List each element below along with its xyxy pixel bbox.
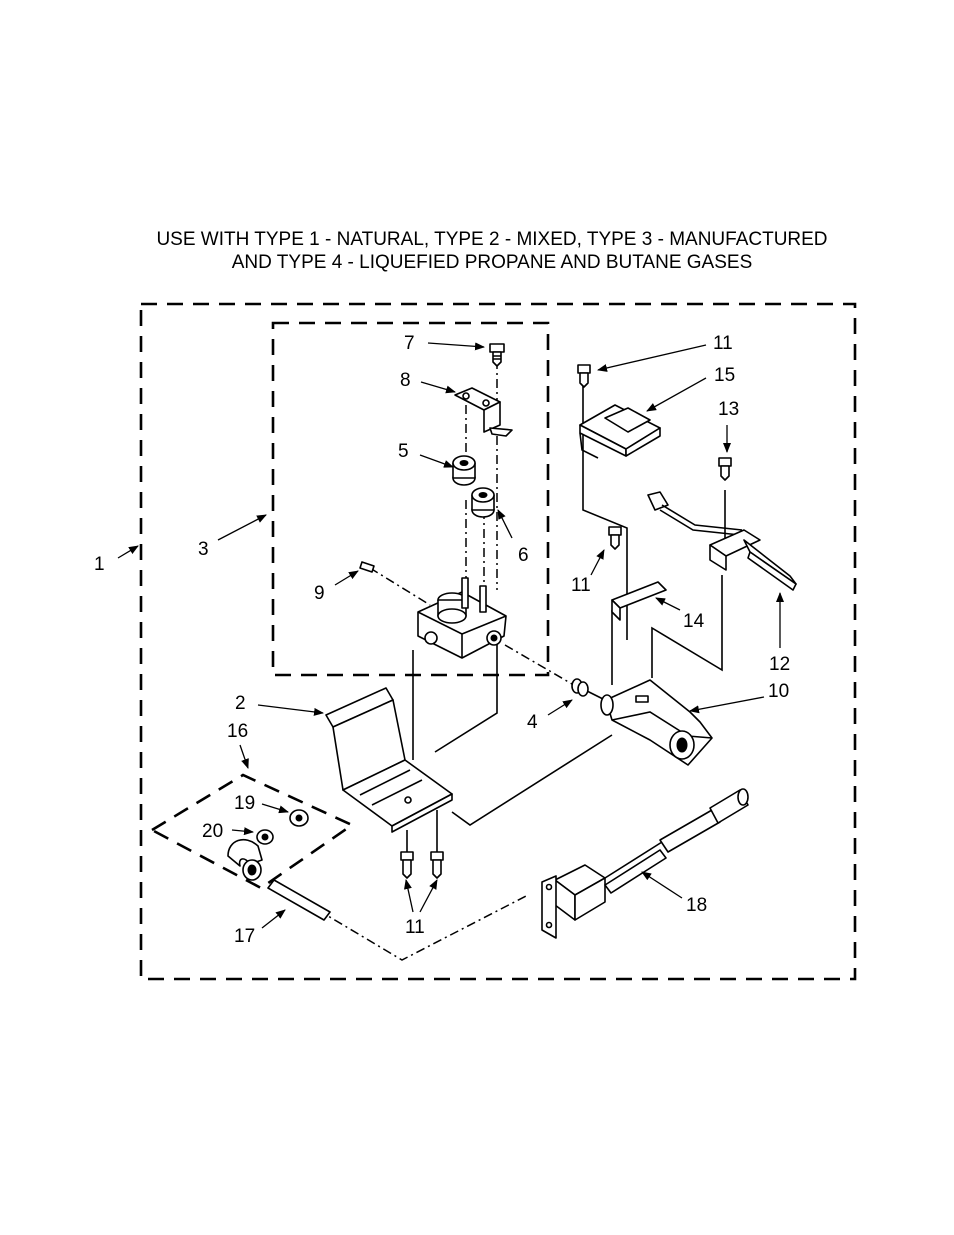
callout-20: 20 xyxy=(202,821,223,842)
part-4-fitting xyxy=(572,679,588,696)
part-10-burner xyxy=(601,680,712,765)
part-14-bracket xyxy=(612,582,666,620)
callout-13: 13 xyxy=(718,399,739,420)
part-7-screw xyxy=(490,344,504,366)
part-2-bracket xyxy=(326,688,452,832)
callout-19: 19 xyxy=(234,793,255,814)
part-6-coil xyxy=(472,488,494,517)
callout-17: 17 xyxy=(234,926,255,947)
callout-12: 12 xyxy=(769,654,790,675)
part-8-bracket xyxy=(455,388,512,436)
part-20-washer xyxy=(257,830,273,844)
callout-11-bottom: 11 xyxy=(405,917,425,938)
part-19-nut xyxy=(290,810,308,826)
callout-11-top: 11 xyxy=(713,333,733,354)
callout-2: 2 xyxy=(235,693,246,714)
callout-6: 6 xyxy=(518,545,529,566)
gas-valve-body xyxy=(418,578,506,658)
callout-4: 4 xyxy=(527,712,538,733)
callout-7: 7 xyxy=(404,333,415,354)
part-15-sensor xyxy=(580,405,660,458)
callout-3: 3 xyxy=(198,539,209,560)
part-11-screw-top xyxy=(578,365,590,387)
part-11-screw-middle xyxy=(609,527,621,549)
part-11-screws-bottom xyxy=(401,852,443,878)
callout-15: 15 xyxy=(714,365,735,386)
callout-18: 18 xyxy=(686,895,707,916)
callout-1: 1 xyxy=(94,554,105,575)
callout-11-middle: 11 xyxy=(571,575,591,596)
part-13-screw xyxy=(719,458,731,480)
part-9-screw xyxy=(360,562,374,572)
part-17-pipe xyxy=(268,880,330,920)
part-5-coil xyxy=(453,456,475,485)
callout-14: 14 xyxy=(683,611,705,632)
callout-5: 5 xyxy=(398,441,409,462)
callout-16: 16 xyxy=(227,721,248,742)
callout-9: 9 xyxy=(314,583,325,604)
part-18-valve xyxy=(542,789,748,938)
callout-8: 8 xyxy=(400,370,411,391)
assembly-lines xyxy=(318,360,725,960)
callout-10: 10 xyxy=(768,681,789,702)
